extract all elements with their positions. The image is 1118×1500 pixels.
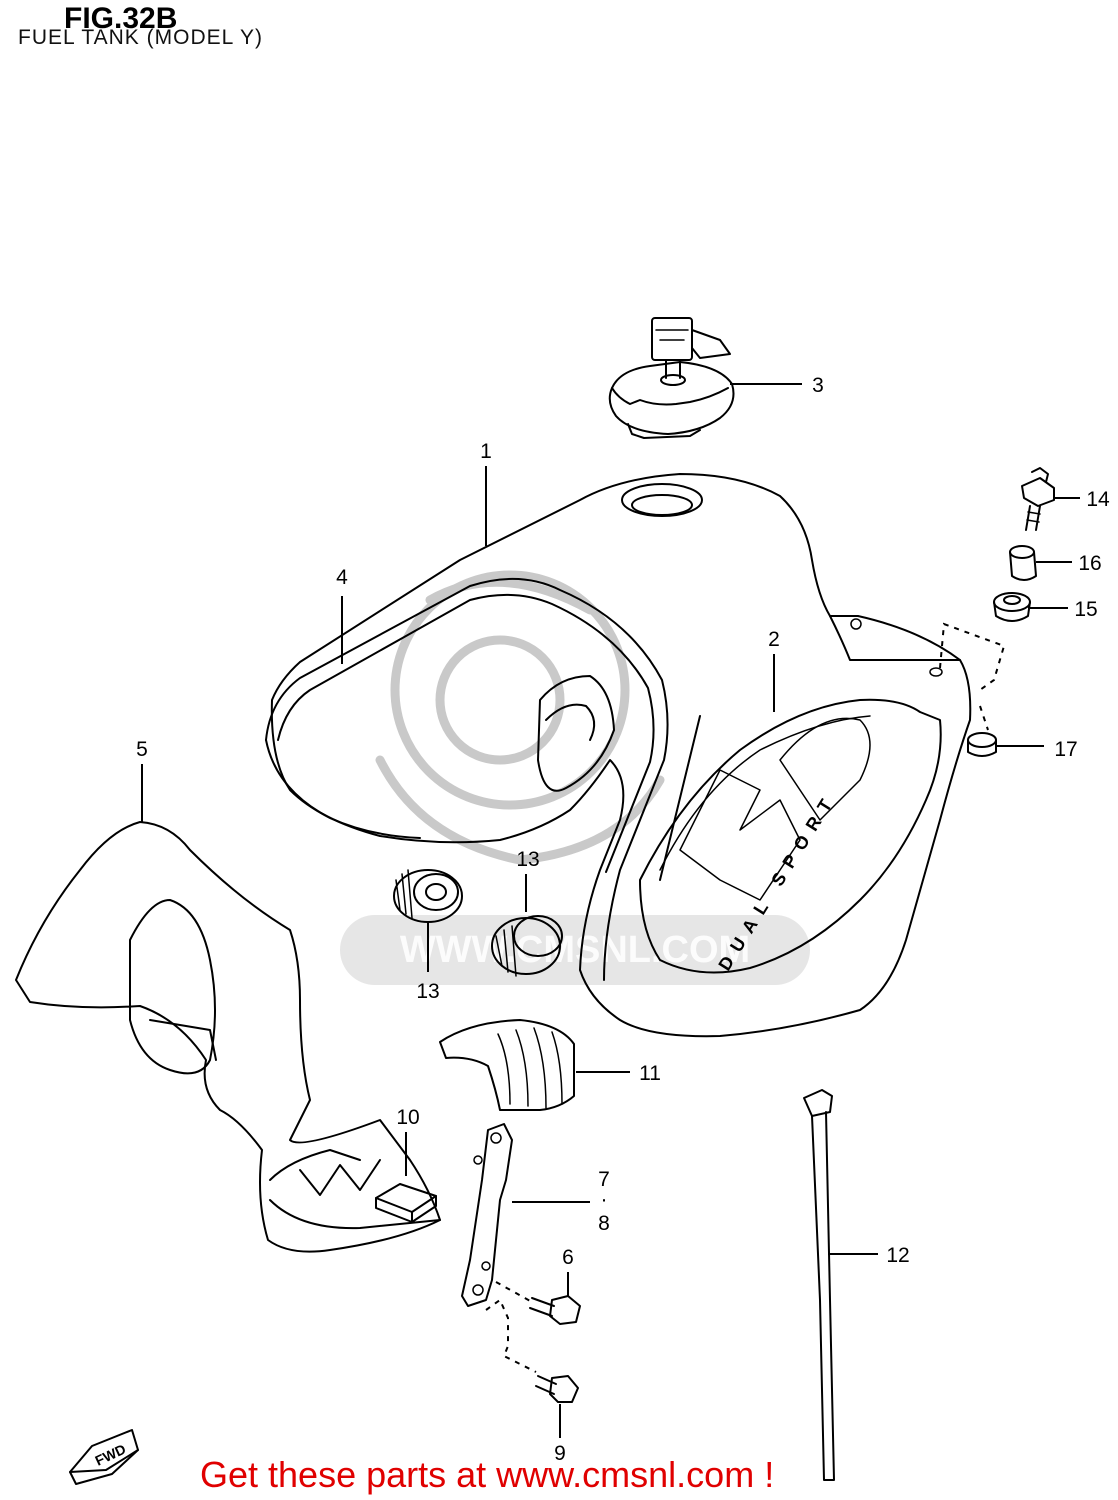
callout-4: 4 <box>336 566 348 589</box>
cable-tie-part-12 <box>803 1089 835 1481</box>
figure-subtitle: FUEL TANK (MODEL Y) <box>18 26 263 49</box>
watermark-text: WWW.CMSNL.COM <box>400 929 750 971</box>
bracket-part-7-8 <box>461 1123 513 1307</box>
callout-16: 16 <box>1078 552 1101 575</box>
grommet-part-15 <box>993 592 1031 622</box>
bolt-part-6 <box>529 1295 581 1325</box>
callout-13a: 13 <box>516 848 539 871</box>
fwd-arrow-icon: FWD <box>69 1429 139 1485</box>
callout-15: 15 <box>1074 598 1097 621</box>
callout-2: 2 <box>768 628 780 651</box>
callout-17: 17 <box>1054 738 1077 761</box>
fuel-cap-part-3 <box>608 317 735 439</box>
callout-3: 3 <box>812 374 824 397</box>
figure-title: FIG.32B <box>64 2 178 35</box>
callout-7: 7 <box>598 1168 610 1191</box>
callout-9: 9 <box>554 1442 566 1465</box>
leader-lines <box>141 383 1080 1438</box>
watermark-logo: WWW.CMSNL.COM <box>340 570 810 985</box>
side-cover-part-5 <box>15 821 441 1253</box>
rubber-mount-part-11 <box>439 1019 575 1111</box>
pad-part-10 <box>375 1183 437 1223</box>
callout-13b: 13 <box>416 980 439 1003</box>
callout-11: 11 <box>639 1062 661 1085</box>
footer-parts-link[interactable]: Get these parts at www.cmsnl.com ! <box>200 1454 775 1495</box>
callout-1: 1 <box>480 440 492 463</box>
collar-part-16 <box>1009 545 1037 581</box>
callout-7-8-separator: · <box>601 1188 608 1211</box>
callout-8: 8 <box>598 1212 610 1235</box>
callout-10: 10 <box>396 1106 419 1129</box>
rubber-part-17 <box>967 732 997 757</box>
bolt-part-14 <box>1021 467 1055 531</box>
fuel-tank-part-1 <box>265 473 972 1038</box>
callout-5: 5 <box>136 738 148 761</box>
cushion-part-13a <box>393 869 463 923</box>
cushion-part-13b <box>491 915 563 977</box>
callout-6: 6 <box>562 1246 574 1269</box>
callout-12: 12 <box>886 1244 909 1267</box>
bolt-part-9 <box>535 1375 579 1403</box>
callout-14: 14 <box>1086 488 1110 511</box>
